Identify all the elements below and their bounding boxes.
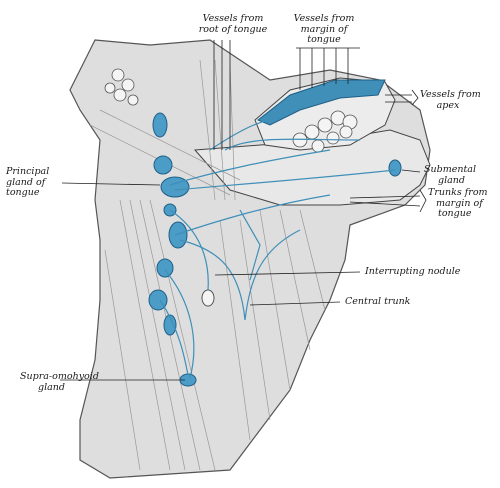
label-vessels-root-line1: Vessels from [202, 13, 264, 24]
label-vessels-apex: Vessels from apex [420, 89, 496, 111]
label-interrupting-nodule: Interrupting nodule [365, 266, 461, 277]
label-supra-line1: Supra-omohyoid [20, 371, 99, 382]
label-trunks-margin: Trunks from margin of tongue [428, 187, 498, 220]
label-trunks-margin-line1: Trunks from [428, 187, 488, 198]
label-vessels-margin-line3: tongue [307, 34, 341, 45]
interrupting-nodule-shape [201, 289, 215, 307]
label-submental-gland: Submental gland [424, 164, 494, 186]
label-vessels-root: Vessels from root of tongue [198, 13, 268, 35]
label-vessels-root-line2: root of tongue [198, 23, 268, 35]
label-vessels-apex-line2: apex [436, 99, 460, 111]
label-principal-line1: Principal [6, 166, 50, 177]
label-supra-omohyoid-gland: Supra-omohyoid gland [20, 371, 110, 393]
label-central-trunk: Central trunk [345, 296, 411, 307]
sublingual-gland [292, 110, 358, 153]
label-vessels-margin-line1: Vessels from [293, 13, 355, 24]
label-vessels-margin: Vessels from margin of tongue [286, 13, 362, 46]
lymph-nodes [148, 112, 402, 387]
label-vessels-apex-line1: Vessels from [420, 89, 481, 100]
label-submental-line1: Submental [424, 164, 476, 175]
label-principal-gland: Principal gland of tongue [6, 166, 66, 199]
parotid-gland [104, 68, 139, 106]
label-trunks-margin-line3: tongue [438, 208, 472, 219]
label-submental-line2: gland [438, 174, 465, 186]
label-supra-line2: gland [38, 381, 65, 393]
leader-lines [60, 40, 427, 381]
tongue-lymphatic-margin [257, 79, 386, 126]
label-principal-line2: gland of [6, 176, 46, 188]
label-principal-line3: tongue [6, 187, 40, 198]
label-trunks-margin-line2: margin of [436, 197, 483, 209]
label-vessels-margin-line2: margin of [300, 23, 348, 35]
lymphatic-vessels [159, 117, 396, 379]
